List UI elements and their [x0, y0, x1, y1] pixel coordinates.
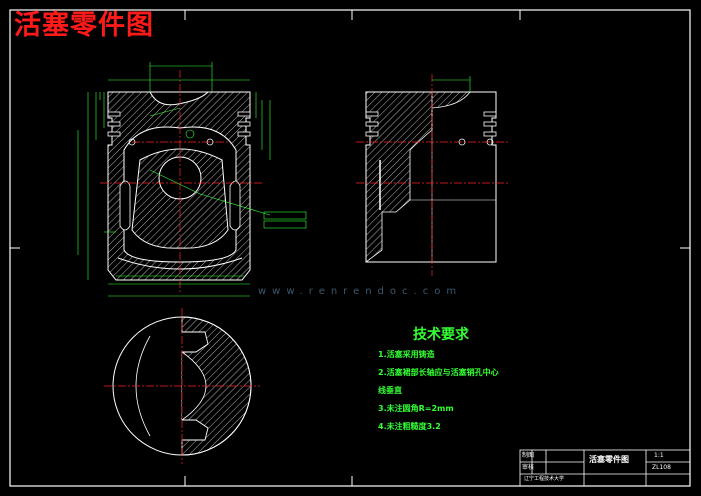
- title-block-scale: 1:1: [654, 452, 664, 459]
- tech-requirement-item: 4.未注粗糙度3.2: [378, 422, 441, 431]
- title-block-material: ZL108: [652, 464, 671, 471]
- side-dimensions: [432, 76, 471, 92]
- tech-requirements-list: 1.活塞采用铸造 2.活塞裙部长轴应与活塞销孔中心 线垂直 3.未注圆角R=2m…: [378, 346, 528, 436]
- tech-requirement-item: 1.活塞采用铸造: [378, 350, 435, 359]
- tech-requirement-item: 2.活塞裙部长轴应与活塞销孔中心: [378, 368, 499, 377]
- tech-requirement-item: 3.未注圆角R=2mm: [378, 404, 454, 413]
- tech-requirement-item: 线垂直: [378, 386, 402, 395]
- title-block-checked: 审核: [522, 464, 535, 471]
- front-section-view: [100, 70, 262, 292]
- drawing-title: 活塞零件图: [14, 10, 154, 41]
- title-block-part-name: 活塞零件图: [589, 455, 629, 464]
- title-block-grid: [519, 449, 691, 487]
- title-block-school: 辽宁工程技术大学: [524, 476, 565, 482]
- watermark-text: www.renrendoc.com: [258, 286, 463, 297]
- drawing-frame: [9, 9, 691, 487]
- top-view: [104, 308, 260, 464]
- tech-requirements-heading: 技术要求: [413, 327, 469, 343]
- side-section-view: [128, 74, 508, 276]
- front-dimensions: [77, 62, 307, 297]
- title-block-drawn: 制图: [522, 452, 535, 459]
